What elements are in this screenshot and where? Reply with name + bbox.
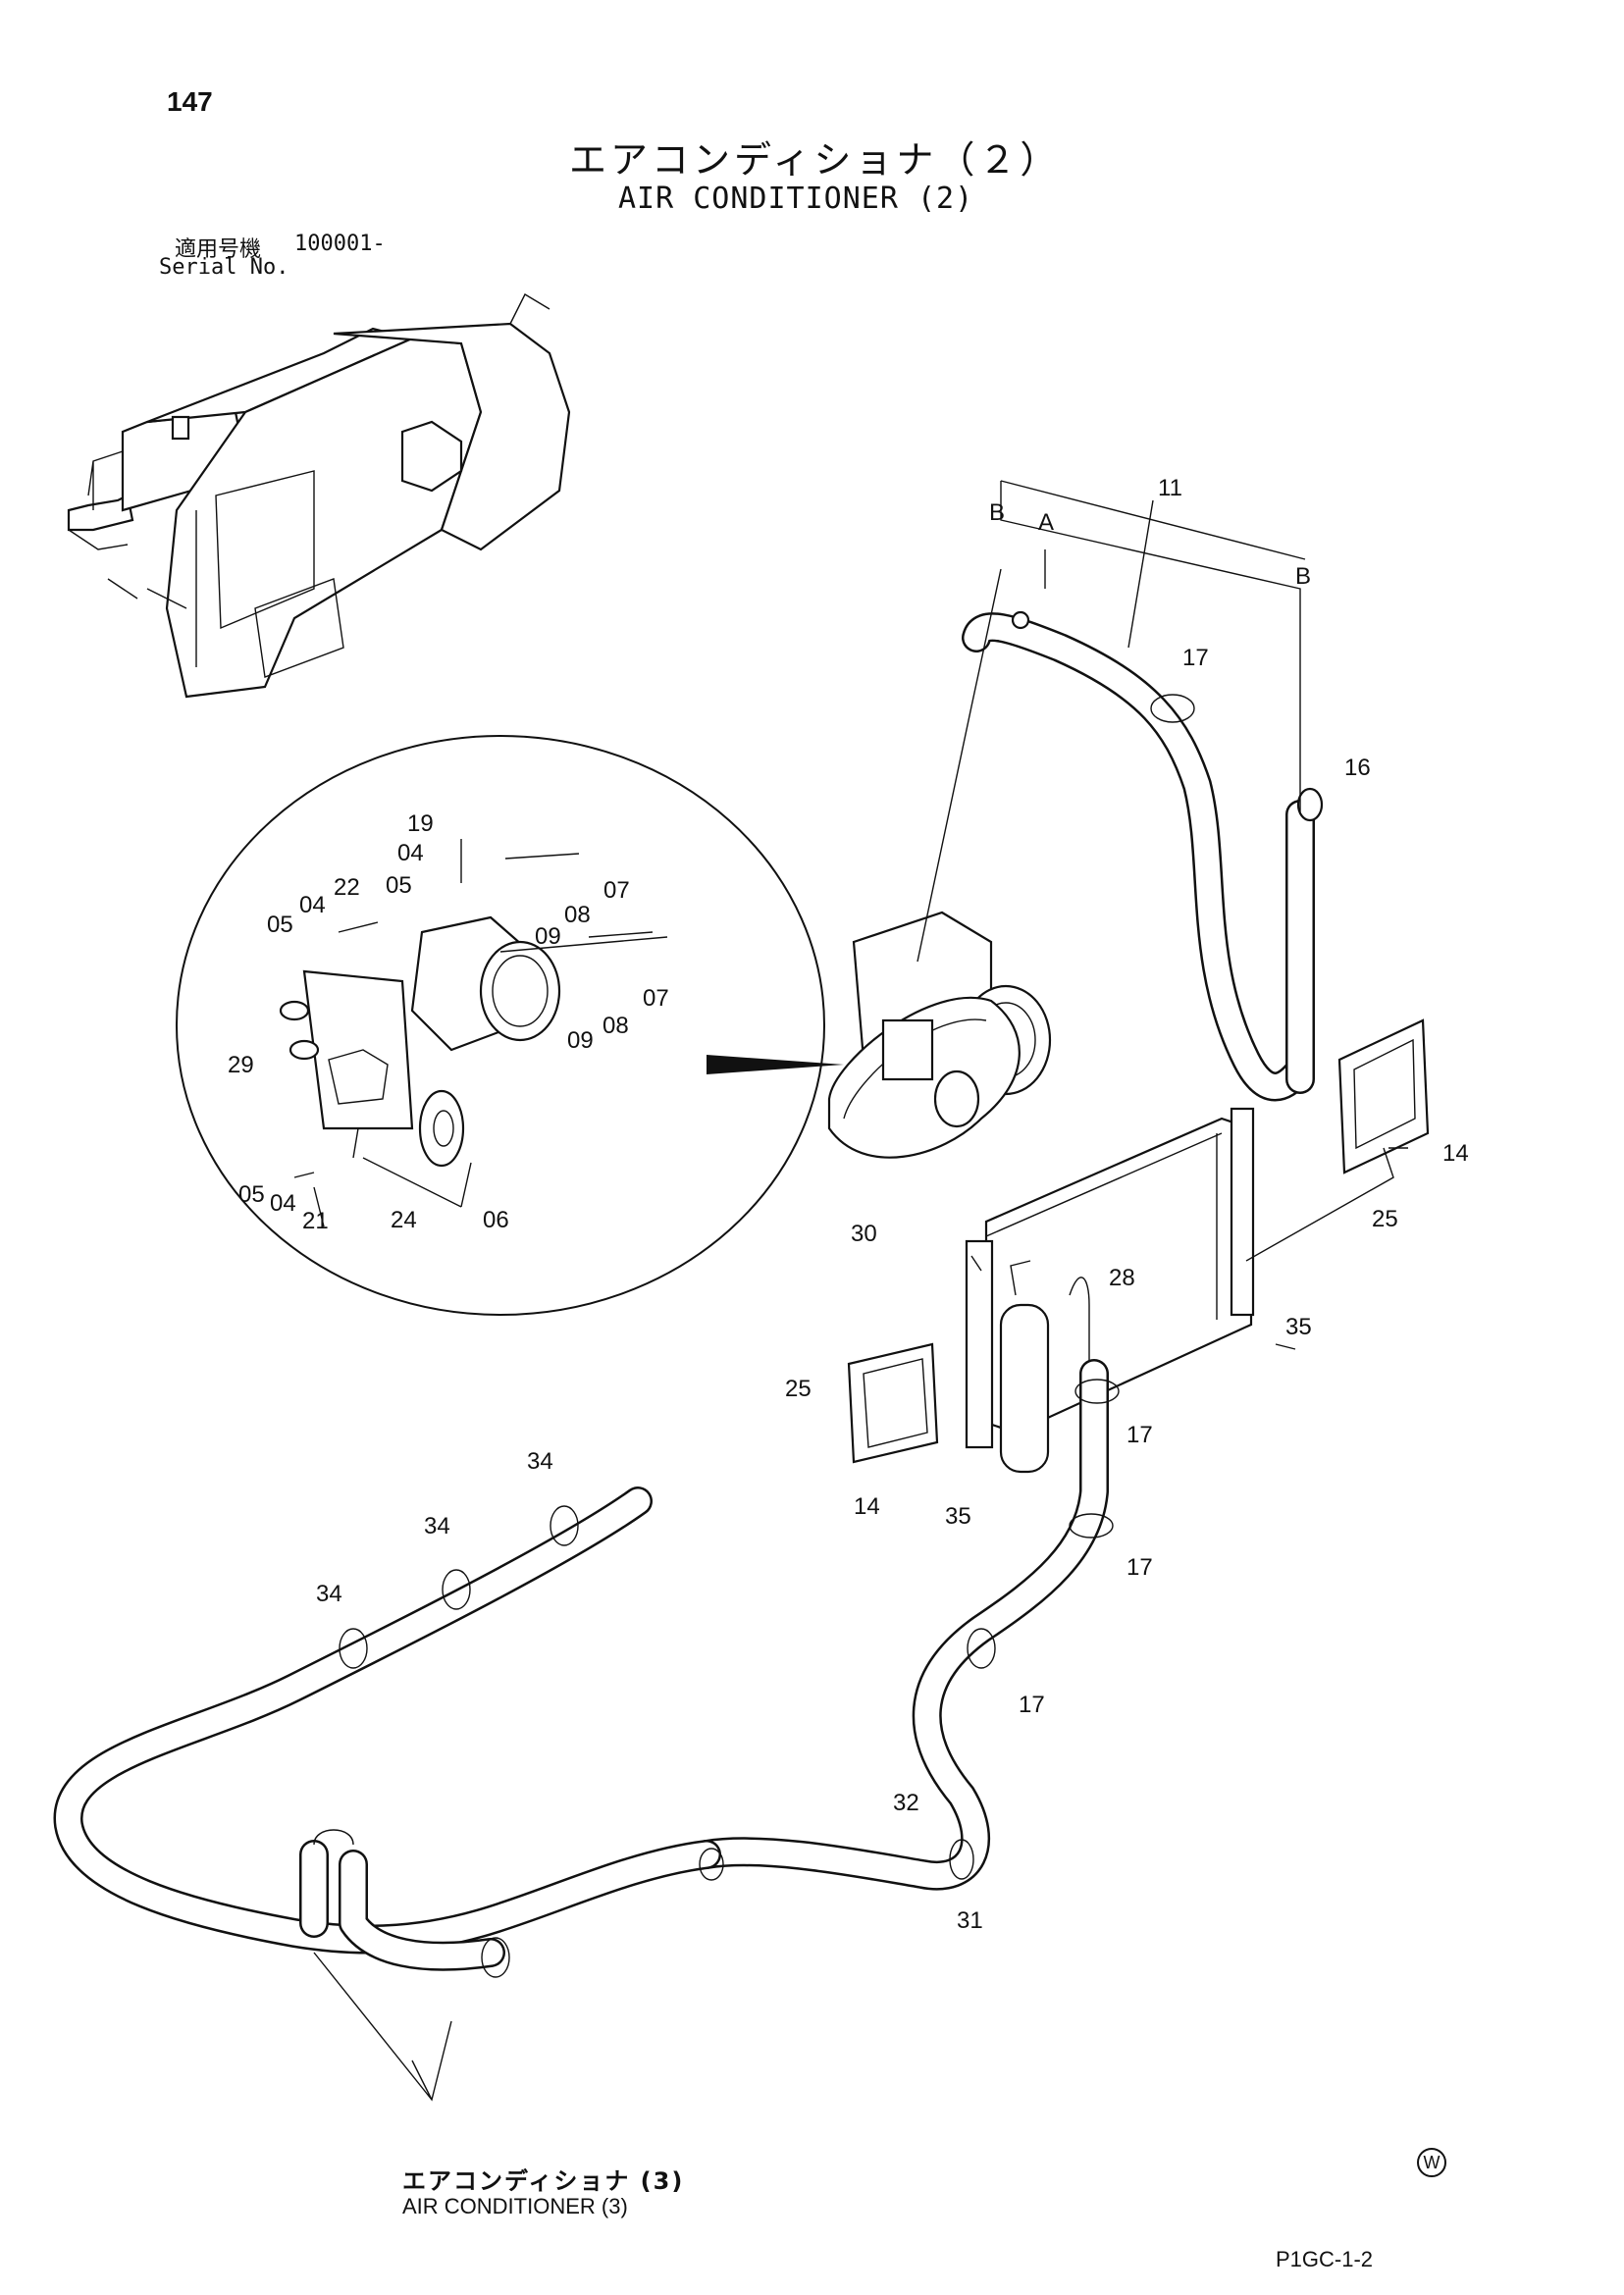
excavator-overview <box>67 293 571 699</box>
condenser-assembly <box>847 1018 1430 1474</box>
callout-label: 05 <box>386 872 412 899</box>
callout-label: 14 <box>854 1493 880 1520</box>
callout-label: 17 <box>1126 1422 1153 1448</box>
callout-label: B <box>989 499 1005 526</box>
compressor-assembly <box>827 911 1052 1159</box>
callout-label: 04 <box>397 840 424 866</box>
detail-callouts: 19 04 05 07 04 22 05 08 09 07 09 08 29 0… <box>228 810 669 1234</box>
callout-label: 30 <box>851 1221 877 1247</box>
callout-label: 28 <box>1109 1265 1135 1291</box>
callout-label: 35 <box>1285 1314 1312 1340</box>
callout-label: 08 <box>564 902 591 928</box>
title-english: AIR CONDITIONER (2) <box>618 182 974 216</box>
callout-label: 32 <box>893 1790 919 1816</box>
callout-label: 35 <box>945 1503 971 1530</box>
callout-label: 34 <box>527 1448 553 1475</box>
w-mark-icon: W <box>1417 2148 1446 2177</box>
callout-label: 17 <box>1182 645 1209 671</box>
callout-label: 34 <box>316 1581 342 1607</box>
callout-label: 21 <box>302 1208 329 1234</box>
callout-label: 34 <box>424 1513 450 1539</box>
callout-label: A <box>1038 509 1054 536</box>
callout-label: 22 <box>334 874 360 901</box>
callout-label: 09 <box>567 1027 594 1054</box>
callout-label: 05 <box>238 1181 265 1208</box>
callout-label: 24 <box>391 1207 417 1233</box>
callout-label: 05 <box>267 912 293 938</box>
main-callouts: 11 B A B 17 16 30 25 14 28 35 25 17 14 3… <box>316 475 1469 1934</box>
callout-label: 29 <box>228 1052 254 1078</box>
title-japanese: エアコンディショナ（２） <box>569 138 1062 182</box>
callout-label: 04 <box>270 1190 296 1217</box>
callout-label: 25 <box>1372 1206 1398 1232</box>
callout-label: 25 <box>785 1376 812 1402</box>
callout-label: 11 <box>1158 475 1182 501</box>
page-number: 147 <box>167 86 213 117</box>
serial-number-value: 100001- <box>294 232 386 256</box>
hose-clamps <box>339 610 1324 1978</box>
callout-label: 19 <box>407 810 434 837</box>
callout-label: 06 <box>483 1207 509 1233</box>
callout-label: 08 <box>602 1013 629 1039</box>
callout-label: 17 <box>1126 1554 1153 1581</box>
reference-japanese: エアコンディショナ (3) <box>402 2167 685 2195</box>
callout-label: B <box>1295 563 1311 590</box>
leader-lines <box>313 480 1408 2102</box>
callout-label: 17 <box>1019 1692 1045 1718</box>
reference-english: AIR CONDITIONER (3) <box>402 2194 628 2218</box>
hose-lines <box>53 612 1315 1971</box>
serial-label-japanese: 適用号機 <box>175 237 262 262</box>
callout-label: 16 <box>1344 755 1371 781</box>
callout-label: 09 <box>535 923 561 950</box>
callout-label: 07 <box>603 877 630 904</box>
callout-label: 04 <box>299 892 326 918</box>
callout-label: 14 <box>1442 1140 1469 1167</box>
serial-label-english: Serial No. <box>159 255 289 280</box>
callout-label: 07 <box>643 985 669 1012</box>
compressor-detail-circle <box>176 735 844 1316</box>
page-code: P1GC-1-2 <box>1276 2247 1374 2271</box>
callout-label: 31 <box>957 1907 983 1934</box>
